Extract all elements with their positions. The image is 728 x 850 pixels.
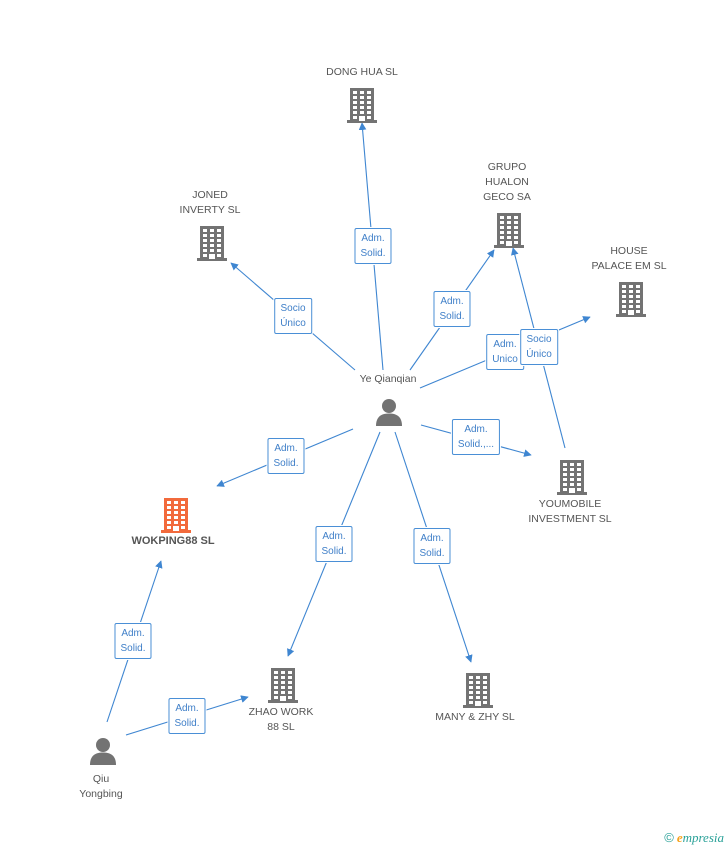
node-label: MANY & ZHY SL bbox=[435, 711, 515, 723]
empresia-brand[interactable]: ©empresia bbox=[664, 830, 724, 846]
building-icon[interactable] bbox=[494, 211, 524, 254]
building-icon[interactable] bbox=[616, 280, 646, 323]
edge-label[interactable]: Adm.Solid. bbox=[413, 528, 451, 564]
edge-label[interactable]: Adm.Solid. bbox=[354, 228, 392, 264]
node-label: Ye Qianqian bbox=[359, 373, 417, 385]
edge-label[interactable]: Adm.Solid. bbox=[267, 438, 305, 474]
building-icon[interactable] bbox=[347, 86, 377, 129]
brand-initial: e bbox=[676, 830, 683, 845]
edge-label[interactable]: Adm.Solid. bbox=[433, 291, 471, 327]
building-icon[interactable] bbox=[268, 666, 298, 709]
node-label: WOKPING88 SL bbox=[131, 535, 215, 547]
building-icon[interactable] bbox=[557, 458, 587, 501]
edge-label[interactable]: Adm.Unico bbox=[486, 334, 524, 370]
node-dong-hua[interactable]: DONG HUA SL bbox=[326, 65, 398, 80]
edge-label[interactable]: Adm.Solid. bbox=[315, 526, 353, 562]
node-label: DONG HUA SL bbox=[326, 66, 398, 78]
node-many[interactable]: MANY & ZHY SL bbox=[435, 710, 515, 725]
brand-name: mpresia bbox=[682, 830, 724, 845]
building-icon[interactable] bbox=[463, 671, 493, 714]
person-icon[interactable] bbox=[88, 737, 118, 770]
node-wokping[interactable]: WOKPING88 SL bbox=[131, 534, 214, 549]
person-icon[interactable] bbox=[374, 398, 404, 431]
edge-label[interactable]: Adm.Solid. bbox=[114, 623, 152, 659]
node-ye[interactable]: Ye Qianqian bbox=[360, 372, 417, 387]
edge-label[interactable]: Adm.Solid. bbox=[168, 698, 206, 734]
building-icon[interactable] bbox=[197, 224, 227, 267]
copyright-symbol: © bbox=[664, 830, 674, 845]
edge-label[interactable]: Adm.Solid.,... bbox=[451, 419, 501, 455]
building-icon[interactable] bbox=[161, 496, 191, 539]
